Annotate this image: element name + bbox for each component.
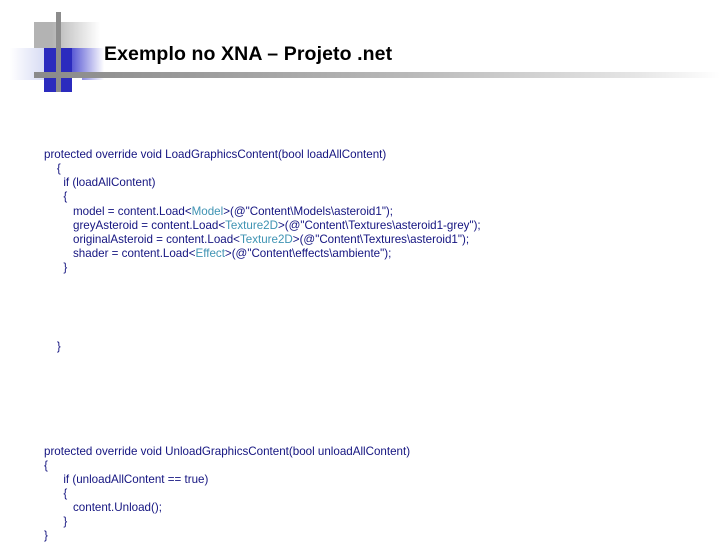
code-token: {	[63, 190, 68, 204]
ornament-lavender-block	[10, 48, 72, 80]
code-token: }	[56, 340, 61, 354]
code-token: greyAsteroid = content.Load<	[73, 218, 226, 232]
code-line: {	[44, 459, 684, 473]
code-token: }	[63, 260, 68, 274]
code-token-type: Texture2D	[225, 218, 278, 232]
code-token: }	[44, 529, 48, 543]
code-line: {	[44, 190, 684, 204]
code-token: shader = content.Load<	[73, 246, 196, 260]
code-token: content.Unload();	[73, 501, 162, 515]
code-line: model = content.Load<Model>(@"Content\Mo…	[44, 205, 684, 219]
code-line: if (unloadAllContent == true)	[44, 473, 684, 487]
code-token: if (unloadAllContent == true)	[63, 473, 209, 487]
ornament-grey-gradient	[52, 22, 100, 60]
ornament-blue-gradient	[54, 48, 104, 80]
page-title: Exemplo no XNA – Projeto .net	[104, 43, 393, 65]
code-line: }	[44, 529, 684, 543]
code-spacer	[44, 303, 684, 312]
code-token: {	[63, 487, 68, 501]
ornament-grey-square	[34, 22, 74, 60]
code-section-load: protected override void LoadGraphicsCont…	[44, 148, 684, 275]
ornament-horizontal-rule	[34, 72, 720, 78]
ornament-blue-square	[44, 48, 72, 92]
code-line: protected override void UnloadGraphicsCo…	[44, 445, 684, 459]
code-token: protected override void UnloadGraphicsCo…	[44, 444, 411, 458]
code-token: if (loadAllContent)	[63, 176, 156, 190]
code-token: {	[56, 162, 61, 176]
code-token: >(@"Content\Textures\asteroid1");	[292, 232, 470, 246]
code-line: if (loadAllContent)	[44, 176, 684, 190]
code-section-unload: protected override void UnloadGraphicsCo…	[44, 445, 684, 544]
ornament-vertical-bar	[56, 12, 61, 92]
code-line: }	[44, 340, 684, 354]
code-line: }	[44, 515, 684, 529]
code-token-type: Effect	[195, 246, 225, 260]
code-line: originalAsteroid = content.Load<Texture2…	[44, 233, 684, 247]
code-token-type: Texture2D	[239, 232, 293, 246]
code-line: protected override void LoadGraphicsCont…	[44, 148, 684, 162]
code-token: >(@"Content\Models\asteroid1");	[223, 204, 394, 218]
code-line: greyAsteroid = content.Load<Texture2D>(@…	[44, 219, 684, 233]
code-token: model = content.Load<	[73, 204, 192, 218]
code-section-load-tail: }	[44, 340, 684, 354]
code-token: originalAsteroid = content.Load<	[73, 232, 240, 246]
code-spacer	[44, 383, 684, 417]
code-token: >(@"Content\effects\ambiente");	[224, 246, 392, 260]
code-line: }	[44, 261, 684, 275]
code-token-type: Model	[191, 204, 224, 218]
code-line: shader = content.Load<Effect>(@"Content\…	[44, 247, 684, 261]
code-line: content.Unload();	[44, 501, 684, 515]
ornament-white-notch	[72, 78, 82, 94]
code-token: }	[63, 515, 68, 529]
code-token: {	[44, 458, 48, 472]
code-token: protected override void LoadGraphicsCont…	[44, 148, 387, 162]
code-line: {	[44, 162, 684, 176]
code-line: {	[44, 487, 684, 501]
code-block: protected override void LoadGraphicsCont…	[44, 120, 684, 558]
code-token: >(@"Content\Textures\asteroid1-grey");	[277, 218, 481, 232]
